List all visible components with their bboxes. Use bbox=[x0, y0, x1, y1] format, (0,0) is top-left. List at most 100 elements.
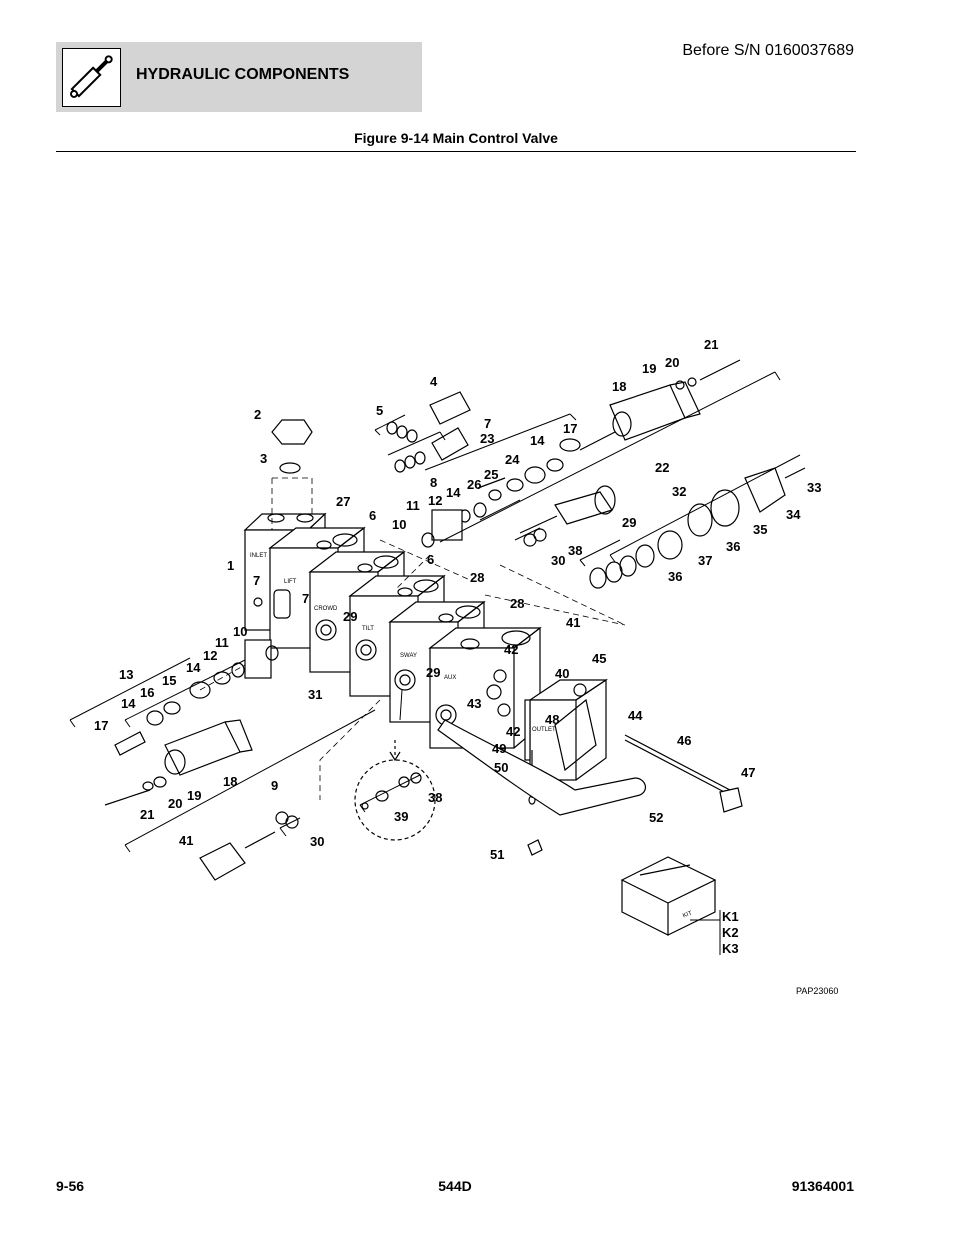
kit-box bbox=[620, 856, 717, 936]
callout: 17 bbox=[563, 421, 577, 436]
section-label-aux: AUX bbox=[444, 675, 456, 681]
kit-item-k3: K3 bbox=[722, 941, 739, 956]
callout: 35 bbox=[753, 522, 767, 537]
callout: 9 bbox=[271, 778, 278, 793]
document-number: 91364001 bbox=[791, 1178, 854, 1194]
callout: 29 bbox=[426, 665, 440, 680]
callout: 29 bbox=[343, 609, 357, 624]
callout: 28 bbox=[510, 596, 524, 611]
callout: 43 bbox=[467, 696, 481, 711]
callout: 21 bbox=[140, 807, 154, 822]
callout: 14 bbox=[121, 696, 136, 711]
kit-box-label: KIT bbox=[682, 910, 693, 919]
callout: 21 bbox=[704, 337, 718, 352]
callout: 19 bbox=[642, 361, 656, 376]
section-label-inlet: INLET bbox=[250, 553, 267, 559]
callout: 7 bbox=[253, 573, 260, 588]
kit-item-k2: K2 bbox=[722, 925, 739, 940]
callout: 47 bbox=[741, 765, 755, 780]
callout: 44 bbox=[628, 708, 643, 723]
mounting-bar bbox=[437, 719, 647, 816]
callout: 18 bbox=[223, 774, 237, 789]
section-label-outlet: OUTLET bbox=[532, 727, 556, 733]
valve-section-aux bbox=[428, 626, 542, 749]
callout: 41 bbox=[179, 833, 193, 848]
callout: 14 bbox=[186, 660, 201, 675]
callout: 11 bbox=[215, 635, 229, 650]
callout: 15 bbox=[162, 673, 176, 688]
callout: 46 bbox=[677, 733, 691, 748]
callout: 24 bbox=[505, 452, 520, 467]
callout: 10 bbox=[233, 624, 247, 639]
section-label-sway: SWAY bbox=[400, 653, 417, 659]
callout: 23 bbox=[480, 431, 494, 446]
callout: 32 bbox=[672, 484, 686, 499]
callout: 7 bbox=[484, 416, 491, 431]
callout: 12 bbox=[203, 648, 217, 663]
callout: 12 bbox=[428, 493, 442, 508]
callout: 26 bbox=[467, 477, 481, 492]
callout: 39 bbox=[394, 809, 408, 824]
title-rule bbox=[56, 151, 856, 152]
callout: 4 bbox=[430, 374, 438, 389]
callout: 34 bbox=[786, 507, 801, 522]
callout: 40 bbox=[555, 666, 569, 681]
callout: 27 bbox=[336, 494, 350, 509]
callout: 49 bbox=[492, 741, 506, 756]
section-label-crowd: CROWD bbox=[314, 606, 338, 612]
section-label-tilt: TILT bbox=[362, 626, 374, 632]
callout: 42 bbox=[504, 642, 518, 657]
callout: 38 bbox=[428, 790, 442, 805]
serial-range: Before S/N 0160037689 bbox=[682, 42, 854, 59]
callout: 19 bbox=[187, 788, 201, 803]
callout: 6 bbox=[369, 508, 376, 523]
callout: 36 bbox=[668, 569, 682, 584]
callout: 52 bbox=[649, 810, 663, 825]
callout: 10 bbox=[392, 517, 406, 532]
callout: 1 bbox=[227, 558, 234, 573]
callout: 14 bbox=[530, 433, 545, 448]
callout: 6 bbox=[427, 552, 434, 567]
callout: 2 bbox=[254, 407, 261, 422]
callout: 22 bbox=[655, 460, 669, 475]
section-title: HYDRAULIC COMPONENTS bbox=[136, 66, 350, 83]
callout: 28 bbox=[470, 570, 484, 585]
model-number: 544D bbox=[438, 1178, 472, 1194]
figure-title: Figure 9-14 Main Control Valve bbox=[354, 130, 558, 146]
callout: 18 bbox=[612, 379, 626, 394]
hydraulic-cylinder-icon bbox=[62, 48, 121, 107]
valve-section-outlet bbox=[524, 678, 608, 781]
callout-labels: 1 2 3 4 5 6 6 7 7 7 8 9 10 10 11 11 12 1… bbox=[94, 337, 821, 862]
callout: 50 bbox=[494, 760, 508, 775]
callout: 25 bbox=[484, 467, 498, 482]
callout: 51 bbox=[490, 847, 504, 862]
callout: 48 bbox=[545, 712, 559, 727]
tie-rod bbox=[527, 734, 743, 856]
callout: 5 bbox=[376, 403, 383, 418]
callout: 30 bbox=[551, 553, 565, 568]
callout: 36 bbox=[726, 539, 740, 554]
callout: 14 bbox=[446, 485, 461, 500]
callout: 45 bbox=[592, 651, 606, 666]
callout: 29 bbox=[622, 515, 636, 530]
drawing-id: PAP23060 bbox=[796, 986, 838, 996]
callout: 31 bbox=[308, 687, 322, 702]
callout: 37 bbox=[698, 553, 712, 568]
callout: 17 bbox=[94, 718, 108, 733]
callout: 13 bbox=[119, 667, 133, 682]
callout: 20 bbox=[168, 796, 182, 811]
callout: 7 bbox=[302, 591, 309, 606]
callout: 16 bbox=[140, 685, 154, 700]
callout: 33 bbox=[807, 480, 821, 495]
callout: 3 bbox=[260, 451, 267, 466]
callout: 41 bbox=[566, 615, 580, 630]
callout: 8 bbox=[430, 475, 437, 490]
callout: 20 bbox=[665, 355, 679, 370]
section-label-lift: LIFT bbox=[284, 579, 297, 585]
kit-item-k1: K1 bbox=[722, 909, 739, 924]
page-number: 9-56 bbox=[56, 1178, 85, 1194]
callout: 38 bbox=[568, 543, 582, 558]
callout: 30 bbox=[310, 834, 324, 849]
callout: 11 bbox=[406, 498, 420, 513]
